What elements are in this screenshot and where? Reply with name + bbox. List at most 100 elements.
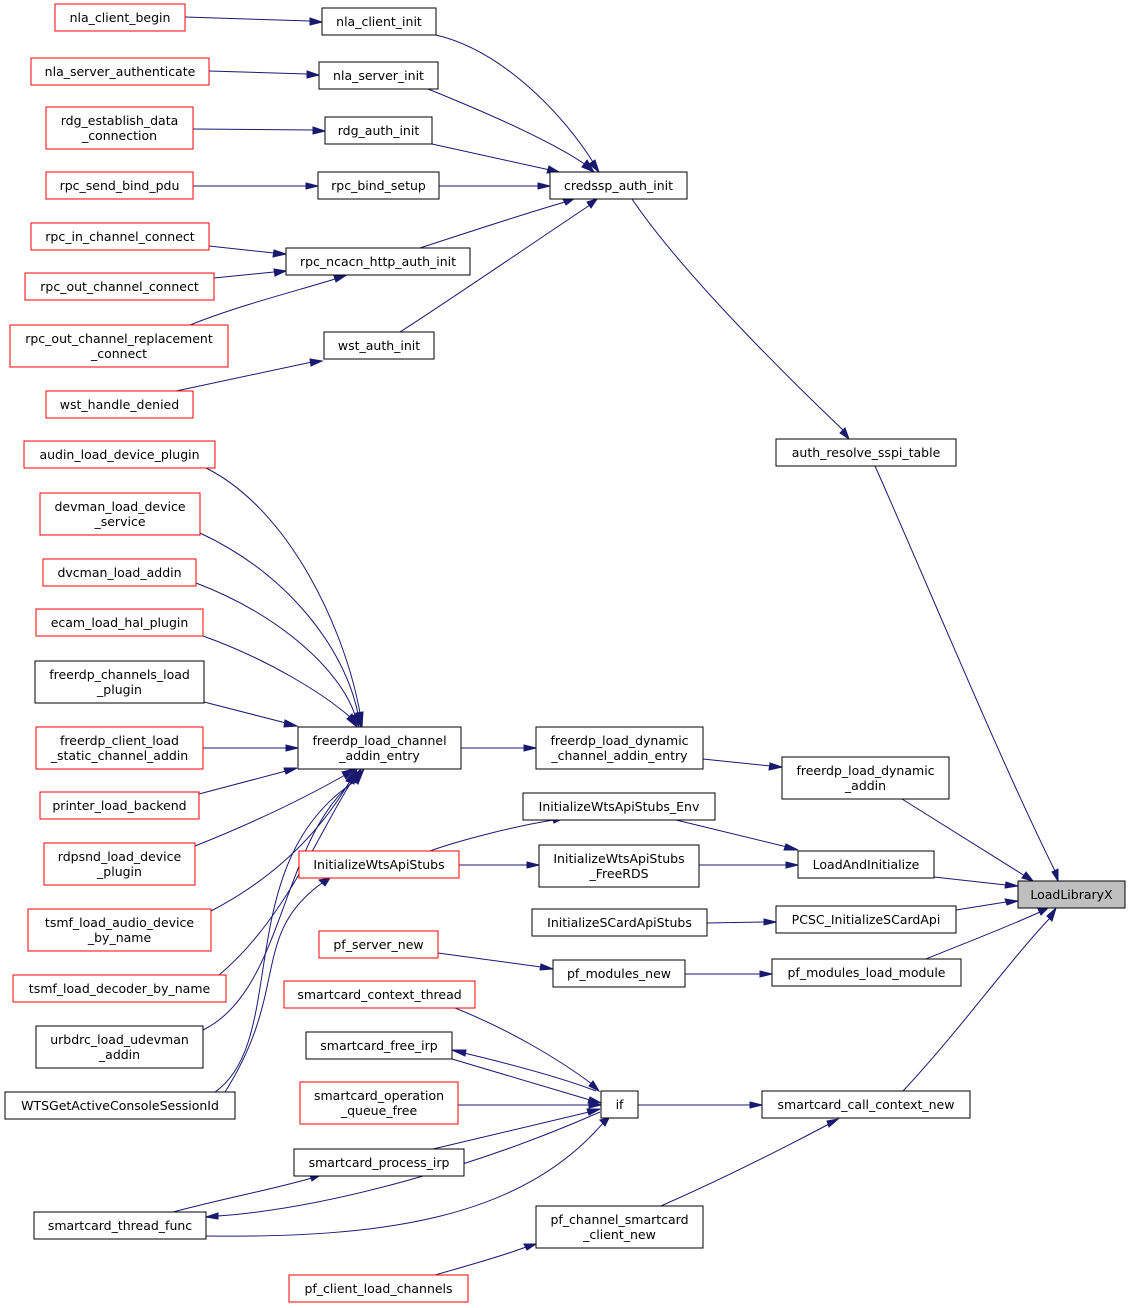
node-label: smartcard_free_irp bbox=[320, 1038, 438, 1053]
node-pf-channel-smartcard-client-new[interactable]: pf_channel_smartcard_client_new bbox=[535, 1205, 704, 1249]
node-label: _service bbox=[93, 514, 145, 529]
edge-line bbox=[706, 921, 765, 924]
node-label: tsmf_load_decoder_by_name bbox=[29, 981, 211, 996]
node-label: nla_client_init bbox=[336, 14, 422, 29]
edge-line bbox=[175, 361, 313, 392]
call-edge bbox=[189, 275, 347, 326]
node-if[interactable]: if bbox=[600, 1090, 639, 1119]
node-label: audin_load_device_plugin bbox=[39, 447, 199, 462]
call-edge bbox=[451, 1049, 597, 1092]
node-freerdp-load-dynamic-channel-addin-entry[interactable]: freerdp_load_dynamic_channel_addin_entry bbox=[535, 726, 704, 770]
node-tsmf-load-audio-device-by-name[interactable]: tsmf_load_audio_device_by_name bbox=[27, 908, 212, 952]
edge-line bbox=[660, 1123, 830, 1207]
edge-line bbox=[702, 758, 771, 767]
node-rdg-auth-init[interactable]: rdg_auth_init bbox=[324, 116, 433, 145]
node-smartcard-call-context-new[interactable]: smartcard_call_context_new bbox=[761, 1090, 971, 1119]
call-edge bbox=[199, 532, 363, 728]
node-label: rpc_out_channel_connect bbox=[40, 279, 199, 294]
node-printer-load-backend[interactable]: printer_load_backend bbox=[39, 791, 200, 820]
node-wtsget-active-console-session-id[interactable]: WTSGetActiveConsoleSessionId bbox=[4, 1091, 236, 1120]
node-label: InitializeWtsApiStubs_Env bbox=[539, 799, 700, 814]
arrowhead-icon bbox=[768, 762, 784, 771]
node-audin-load-device-plugin[interactable]: audin_load_device_plugin bbox=[23, 440, 216, 469]
edge-line bbox=[192, 128, 314, 131]
node-wst-handle-denied[interactable]: wst_handle_denied bbox=[45, 390, 194, 419]
node-freerdp-load-channel-addin-entry[interactable]: freerdp_load_channel_addin_entry bbox=[297, 726, 462, 770]
node-box bbox=[318, 930, 439, 959]
node-box bbox=[317, 171, 440, 200]
arrowhead-icon bbox=[341, 768, 356, 780]
node-smartcard-operation-queue-free[interactable]: smartcard_operation_queue_free bbox=[299, 1081, 459, 1125]
edge-line bbox=[199, 532, 359, 715]
node-nla-server-authenticate[interactable]: nla_server_authenticate bbox=[30, 57, 210, 86]
node-freerdp-client-load-static-channel-addin[interactable]: freerdp_client_load_static_channel_addin bbox=[35, 726, 204, 770]
node-nla-client-init[interactable]: nla_client_init bbox=[321, 7, 437, 36]
edge-line bbox=[210, 780, 351, 912]
node-smartcard-process-irp[interactable]: smartcard_process_irp bbox=[293, 1148, 465, 1177]
node-box bbox=[323, 331, 435, 360]
call-edge bbox=[902, 906, 1058, 1092]
node-pcsc-initialize-scard-api[interactable]: PCSC_InitializeSCardApi bbox=[775, 905, 957, 934]
arrowhead-icon bbox=[272, 249, 288, 258]
arrowhead-icon bbox=[285, 744, 299, 752]
node-box bbox=[535, 726, 704, 770]
edge-line bbox=[435, 34, 594, 163]
node-load-and-initialize[interactable]: LoadAndInitialize bbox=[797, 850, 935, 879]
call-edge bbox=[184, 16, 324, 26]
node-rpc-ncacn-http-auth-init[interactable]: rpc_ncacn_http_auth_init bbox=[285, 247, 471, 276]
node-freerdp-load-dynamic-addin[interactable]: freerdp_load_dynamic_addin bbox=[781, 756, 950, 800]
node-rpc-out-channel-replacement-connect[interactable]: rpc_out_channel_replacement_connect bbox=[9, 324, 229, 368]
call-edge bbox=[458, 1101, 602, 1109]
node-smartcard-thread-func[interactable]: smartcard_thread_func bbox=[33, 1211, 207, 1240]
node-smartcard-free-irp[interactable]: smartcard_free_irp bbox=[305, 1031, 453, 1060]
node-initialize-wts-api-stubs-env[interactable]: InitializeWtsApiStubs_Env bbox=[522, 792, 716, 821]
call-edge bbox=[172, 1173, 324, 1213]
edge-line bbox=[203, 701, 287, 724]
node-box bbox=[45, 106, 194, 150]
call-edge bbox=[638, 1101, 763, 1109]
node-nla-client-begin[interactable]: nla_client_begin bbox=[54, 3, 186, 32]
node-urbdrc-load-udevman-addin[interactable]: urbdrc_load_udevman_addin bbox=[35, 1025, 204, 1069]
node-label: smartcard_operation bbox=[314, 1088, 444, 1103]
node-dvcman-load-addin[interactable]: dvcman_load_addin bbox=[42, 558, 197, 587]
call-edge bbox=[213, 268, 288, 279]
node-label: LoadAndInitialize bbox=[813, 857, 920, 872]
call-edge bbox=[205, 1111, 601, 1220]
node-box bbox=[761, 1090, 971, 1119]
node-auth-resolve-sspi-table[interactable]: auth_resolve_sspi_table bbox=[775, 438, 957, 467]
node-label: freerdp_channels_load bbox=[49, 667, 190, 682]
call-edge bbox=[660, 1118, 840, 1207]
node-devman-load-device-service[interactable]: devman_load_device_service bbox=[39, 492, 201, 536]
node-ecam-load-hal-plugin[interactable]: ecam_load_hal_plugin bbox=[35, 608, 204, 637]
node-box bbox=[600, 1090, 639, 1119]
node-rpc-bind-setup[interactable]: rpc_bind_setup bbox=[317, 171, 440, 200]
node-label: _client_new bbox=[582, 1227, 656, 1242]
node-rpc-send-bind-pdu[interactable]: rpc_send_bind_pdu bbox=[45, 171, 194, 200]
node-label: rpc_ncacn_http_auth_init bbox=[300, 254, 456, 269]
call-edge bbox=[192, 126, 327, 135]
node-credssp-auth-init[interactable]: credssp_auth_init bbox=[549, 171, 688, 200]
node-wst-auth-init[interactable]: wst_auth_init bbox=[323, 331, 435, 360]
node-pf-modules-new[interactable]: pf_modules_new bbox=[552, 959, 686, 988]
node-pf-modules-load-module[interactable]: pf_modules_load_module bbox=[771, 958, 962, 987]
node-tsmf-load-decoder-by-name[interactable]: tsmf_load_decoder_by_name bbox=[12, 974, 227, 1003]
node-initialize-wts-api-stubs[interactable]: InitializeWtsApiStubs bbox=[298, 850, 460, 879]
node-initialize-scard-api-stubs[interactable]: InitializeSCardApiStubs bbox=[531, 908, 708, 937]
node-smartcard-context-thread[interactable]: smartcard_context_thread bbox=[283, 980, 476, 1009]
node-label: wst_auth_init bbox=[338, 338, 420, 353]
node-label: nla_server_authenticate bbox=[45, 64, 196, 79]
node-initialize-wts-api-stubs-free-rds[interactable]: InitializeWtsApiStubs_FreeRDS bbox=[538, 844, 700, 888]
node-rdpsnd-load-device-plugin[interactable]: rdpsnd_load_device_plugin bbox=[43, 842, 196, 886]
node-box bbox=[549, 171, 688, 200]
node-pf-server-new[interactable]: pf_server_new bbox=[318, 930, 439, 959]
arrowhead-icon bbox=[826, 1118, 840, 1128]
node-pf-client-load-channels[interactable]: pf_client_load_channels bbox=[288, 1274, 469, 1303]
node-nla-server-init[interactable]: nla_server_init bbox=[318, 61, 439, 90]
node-label: auth_resolve_sspi_table bbox=[792, 445, 941, 460]
arrowhead-icon bbox=[1004, 898, 1019, 906]
node-rpc-out-channel-connect[interactable]: rpc_out_channel_connect bbox=[24, 272, 215, 301]
node-rpc-in-channel-connect[interactable]: rpc_in_channel_connect bbox=[30, 222, 210, 251]
edge-line bbox=[933, 876, 1007, 886]
node-freerdp-channels-load-plugin[interactable]: freerdp_channels_load_plugin bbox=[34, 660, 205, 704]
node-rdg-establish-data-connection[interactable]: rdg_establish_data_connection bbox=[45, 106, 194, 150]
